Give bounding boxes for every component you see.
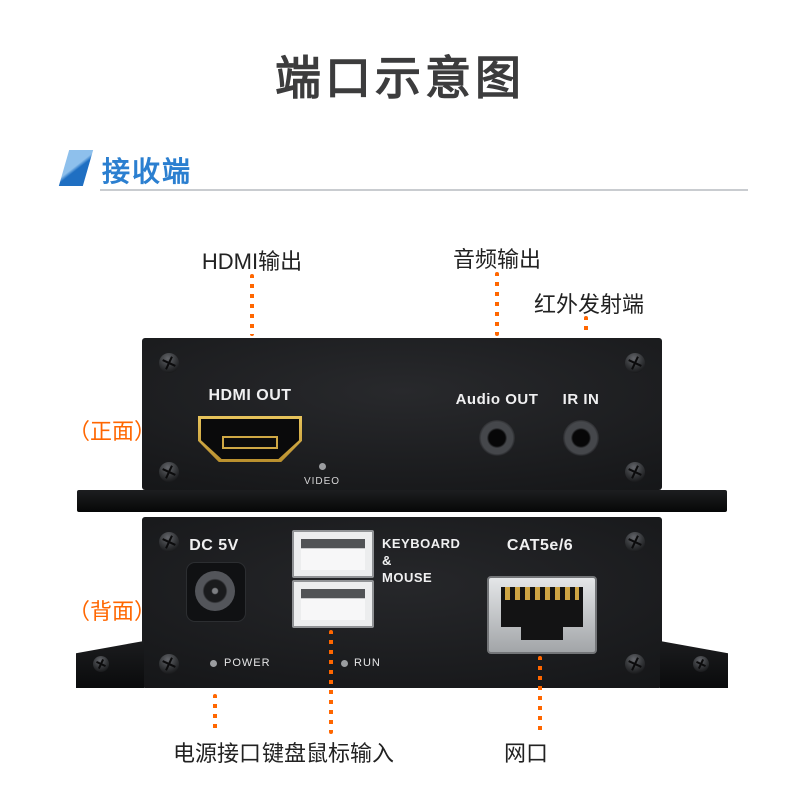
usb-label-line: MOUSE [382, 570, 433, 585]
usb-ports-label: KEYBOARD & MOUSE [382, 535, 460, 586]
label-back-side: （背面） [68, 599, 157, 624]
usb-port-tongue [301, 598, 365, 620]
leader-line-power [213, 694, 217, 734]
ir-jack [563, 420, 599, 456]
leader-line-usb [329, 630, 333, 734]
audio-jack [479, 420, 515, 456]
lan-port-label: CAT5e/6 [506, 537, 574, 554]
callout-ir-transmitter: 红外发射端 [533, 292, 644, 317]
usb-port-opening [301, 539, 365, 548]
rj45-port-pins [505, 587, 579, 600]
front-panel-mount-flange [77, 490, 727, 512]
leader-line-audio [495, 272, 499, 336]
leader-line-ir [584, 316, 588, 336]
usb-label-line: KEYBOARD [382, 536, 461, 551]
usb-port-bottom [292, 580, 374, 628]
callout-keyboard-mouse-input: 键盘鼠标输入 [261, 741, 394, 766]
dc-port-label: DC 5V [189, 537, 239, 554]
usb-port-top [292, 530, 374, 578]
run-led-label: RUN [354, 657, 381, 669]
leader-line-hdmi [250, 274, 254, 336]
section-title: 接收端 [102, 156, 193, 187]
leader-line-lan [538, 656, 542, 732]
rj45-port-notch [521, 627, 563, 640]
callout-hdmi-output: HDMI输出 [201, 249, 303, 274]
rj45-port-opening [501, 587, 583, 627]
rj45-port [487, 576, 597, 654]
hdmi-port-label: HDMI OUT [208, 387, 292, 404]
page-title: 端口示意图 [275, 52, 525, 104]
mount-ear-left [76, 641, 144, 688]
usb-label-line: & [382, 553, 392, 568]
label-front-side: （正面） [68, 419, 157, 444]
power-led [210, 660, 217, 667]
audio-out-label: Audio OUT [455, 391, 539, 408]
video-led-label: VIDEO [303, 476, 341, 487]
callout-audio-output: 音频输出 [452, 247, 541, 272]
section-divider [100, 189, 748, 191]
ir-in-label: IR IN [562, 391, 600, 408]
section-accent-mark [58, 150, 94, 186]
run-led [341, 660, 348, 667]
power-led-label: POWER [224, 657, 271, 669]
callout-power-port: 电源接口 [172, 741, 261, 766]
hdmi-port-tongue [222, 436, 278, 449]
hdmi-port [198, 416, 302, 462]
video-led [319, 463, 326, 470]
callout-network-port: 网口 [503, 741, 548, 766]
usb-port-opening [301, 589, 365, 598]
dc-power-jack [186, 562, 246, 622]
usb-port-tongue [301, 548, 365, 570]
front-panel [142, 338, 662, 490]
dc-power-jack-ring [195, 571, 235, 611]
